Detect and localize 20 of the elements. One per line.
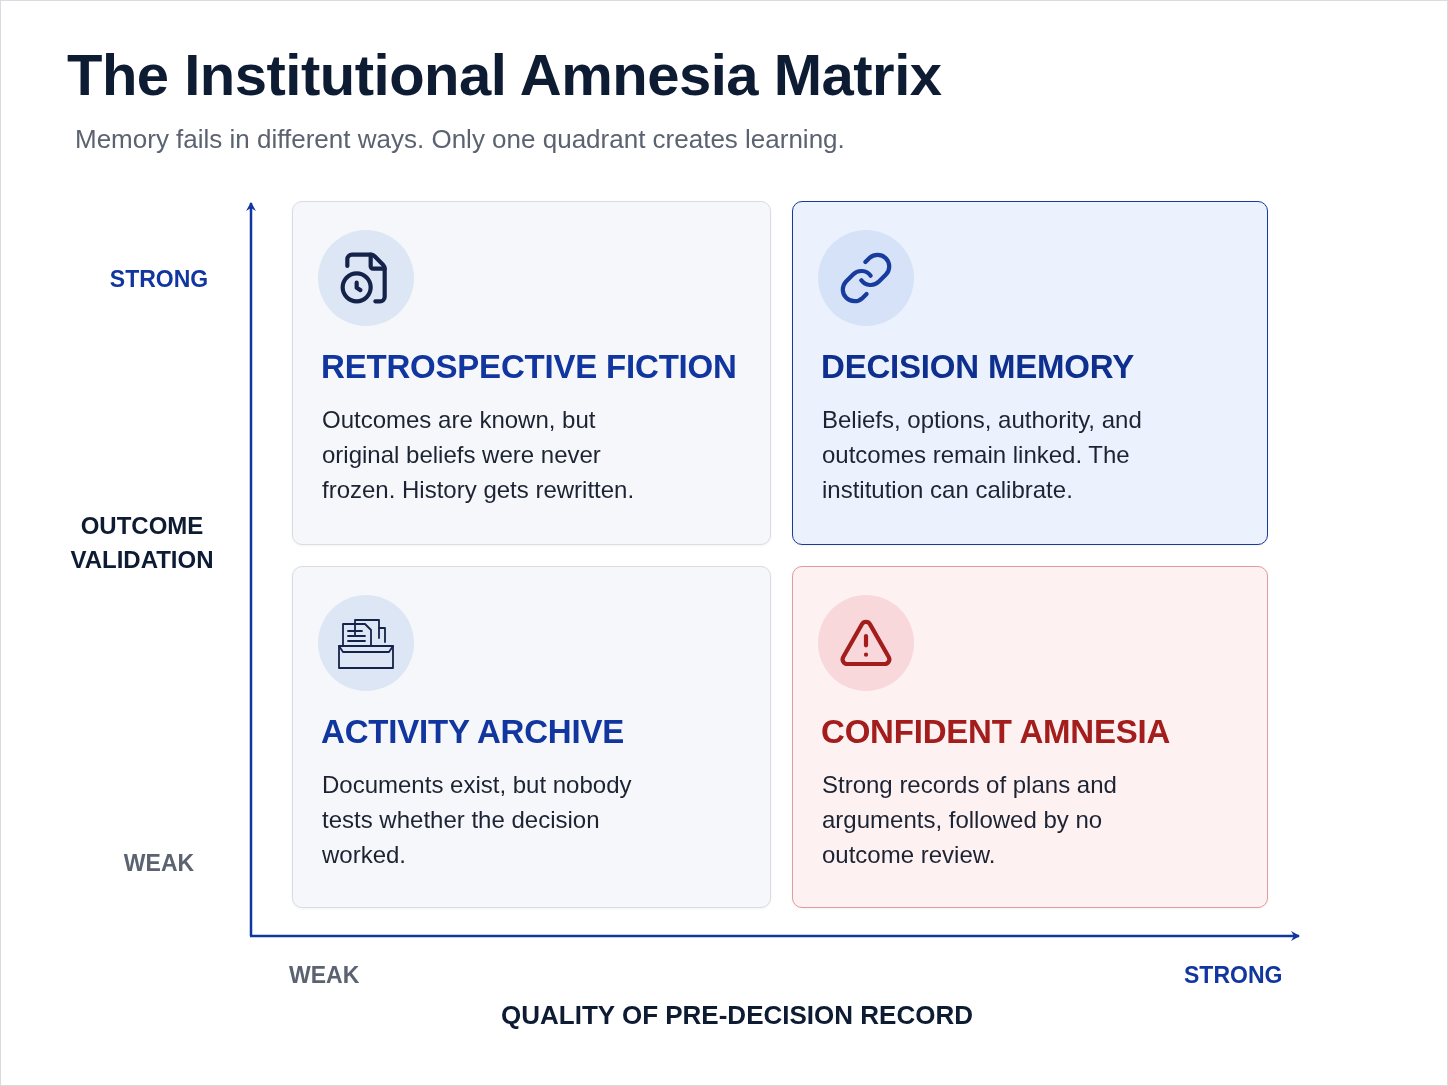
axis-tick-label: STRONG xyxy=(1184,961,1283,990)
subtitle: Memory fails in different ways. Only one quadrant creates learning. xyxy=(75,123,846,156)
quadrant-description: Documents exist, but nobody tests whether the decision worked. xyxy=(322,770,633,870)
quadrant-heading: RETROSPECTIVE FICTION xyxy=(321,348,737,386)
quadrant-heading: DECISION MEMORY xyxy=(821,348,1134,386)
title: The Institutional Amnesia Matrix xyxy=(67,41,942,108)
axis-tick-label: WEAK xyxy=(289,961,360,990)
quadrant-heading: ACTIVITY ARCHIVE xyxy=(321,713,624,751)
quadrant-card xyxy=(792,566,1268,908)
quadrant-description: Beliefs, options, authority, and outcomes remain linked. The institution can calibrate. xyxy=(822,405,1143,505)
axis-tick-label: WEAK xyxy=(122,849,196,878)
quadrant-card xyxy=(792,201,1268,545)
quadrant-heading: CONFIDENT AMNESIA xyxy=(821,713,1171,751)
axis-title: QUALITY OF PRE-DECISION RECORD xyxy=(500,999,974,1032)
axis-title: OUTCOME VALIDATION xyxy=(69,511,215,575)
quadrant-description: Strong records of plans and arguments, followed by no outcome review. xyxy=(822,770,1118,870)
quadrant-card xyxy=(292,201,771,545)
quadrant-description: Outcomes are known, but original beliefs were never frozen. History gets rewritten. xyxy=(322,405,636,505)
axis-tick-label: STRONG xyxy=(108,265,210,294)
quadrant-card xyxy=(292,566,771,908)
